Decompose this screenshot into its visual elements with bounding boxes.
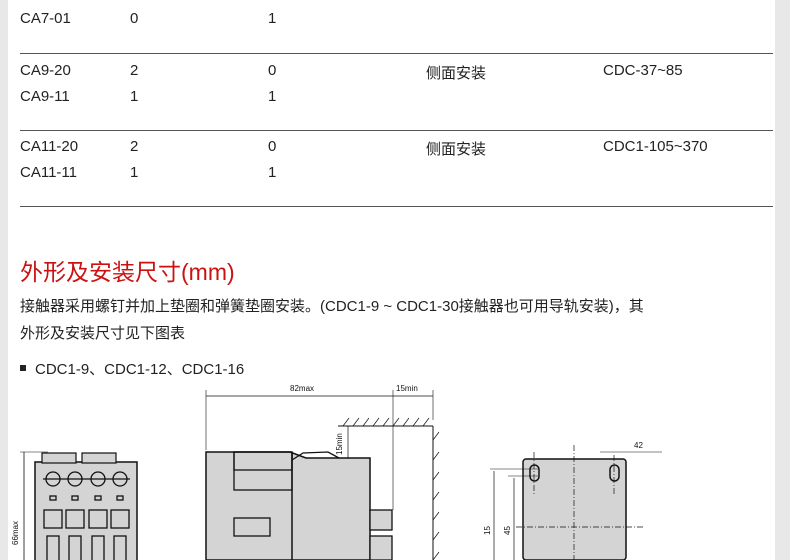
divider	[20, 206, 773, 207]
cell-nc: 1	[268, 164, 277, 181]
dim-height: 66max	[11, 521, 20, 545]
cell-model: CA9-11	[20, 88, 70, 105]
dim-45: 45	[503, 526, 512, 535]
dim-depth: 82max	[290, 384, 314, 393]
front-view: 66max	[11, 451, 138, 560]
section-title: 外形及安装尺寸(mm)	[20, 259, 235, 285]
dim-clearance-top: 15min	[335, 433, 344, 455]
model-bullet: CDC1-9、CDC1-12、CDC1-16	[20, 358, 244, 379]
mounting-view: 15 45 42	[483, 441, 662, 560]
divider	[20, 130, 773, 131]
dim-clearance-side: 15min	[396, 384, 418, 393]
model-list: CDC1-9、CDC1-12、CDC1-16	[35, 361, 245, 378]
cell-model: CA11-11	[20, 164, 77, 181]
dim-15: 15	[483, 526, 492, 535]
cell-model: CA9-20	[20, 62, 71, 79]
description-line-1: 接触器采用螺钉并加上垫圈和弹簧垫圈安装。(CDC1-9 ~ CDC1-30接触器…	[20, 298, 644, 315]
divider	[20, 53, 773, 54]
cell-model: CA11-20	[20, 138, 79, 155]
cell-mount: 侧面安装	[426, 141, 487, 158]
cell-applies: CDC1-105~370	[603, 138, 708, 155]
dimension-drawing: 66max 82max 15min	[11, 384, 662, 560]
cell-no: 2	[130, 62, 139, 79]
cell-no: 1	[130, 88, 139, 105]
cell-no: 2	[130, 138, 139, 155]
cell-nc: 0	[268, 62, 277, 79]
cell-mount: 侧面安装	[426, 65, 487, 82]
cell-nc: 1	[268, 88, 277, 105]
bullet-icon	[20, 365, 26, 371]
page: CA7-01 0 1 CA9-20 2 0 侧面安装 CDC-37~85 CA9…	[8, 0, 775, 560]
dim-42: 42	[634, 441, 643, 450]
side-view: 82max 15min 15min	[205, 384, 440, 560]
cell-no: 1	[130, 164, 139, 181]
cell-applies: CDC-37~85	[603, 62, 683, 79]
cell-no: 0	[130, 10, 139, 27]
cell-model: CA7-01	[20, 10, 71, 27]
description-line-2: 外形及安装尺寸见下图表	[20, 325, 186, 342]
cell-nc: 0	[268, 138, 277, 155]
cell-nc: 1	[268, 10, 277, 27]
